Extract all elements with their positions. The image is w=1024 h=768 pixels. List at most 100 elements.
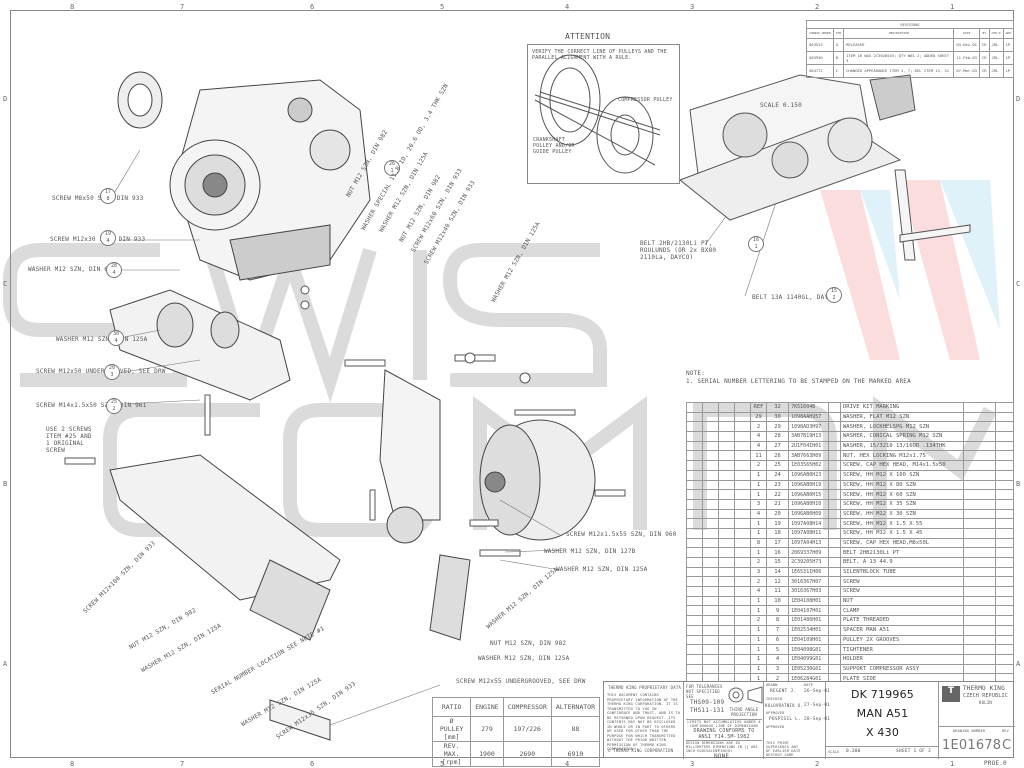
material-item-no: 8 — [765, 615, 790, 626]
revision-cell: JRL — [988, 63, 1004, 78]
material-empty-cell — [702, 431, 719, 442]
material-empty-cell — [718, 566, 735, 578]
material-empty-cell — [718, 537, 735, 549]
material-spec — [962, 634, 996, 646]
material-empty-cell — [686, 450, 703, 462]
projection-label: THIRD ANGLE PROJECTION — [729, 707, 759, 717]
drawing-title-2: MAN A51 — [856, 707, 909, 720]
material-weight — [994, 624, 1015, 636]
material-empty-cell — [734, 615, 751, 626]
material-qty: 1 — [750, 634, 767, 646]
material-item-no: 26 — [765, 450, 790, 462]
drawing-title-3: X 430 — [865, 726, 900, 739]
crankshaft-pulley-label: CRANKSHAFT PULLEY AND/OR GUIDE PULLEY — [533, 137, 575, 155]
material-empty-cell — [686, 566, 703, 578]
material-item-no: 27 — [765, 440, 790, 452]
material-qty: 4 — [750, 440, 767, 452]
material-rev — [828, 586, 841, 597]
material-empty-cell — [702, 624, 719, 636]
third-angle-projection-icon — [728, 686, 763, 704]
material-description: PULLEY 2X GROOVES — [839, 634, 964, 646]
material-spec — [962, 518, 996, 529]
material-spec — [962, 663, 996, 675]
drawing-title-1: DK 719965 — [851, 688, 914, 701]
material-empty-cell — [702, 615, 719, 626]
material-empty-cell — [686, 615, 703, 626]
material-spec — [962, 537, 996, 549]
revision-cell: LP — [1002, 63, 1015, 78]
material-empty-cell — [686, 644, 703, 655]
material-qty: 4 — [750, 586, 767, 597]
callout-label: SCREW M14x1.5x50 SZN, DIN 961 — [36, 402, 147, 409]
zone-column-label: 4 — [565, 3, 570, 11]
callout-label: NUT M12 SZN, DIN 982 — [490, 640, 567, 647]
material-spec — [962, 440, 996, 452]
material-spec — [962, 421, 996, 433]
material-empty-cell — [686, 576, 703, 588]
material-weight — [994, 576, 1015, 588]
material-empty-cell — [718, 469, 735, 481]
material-part-number: 1098AAH957 — [788, 411, 830, 423]
material-empty-cell — [702, 479, 719, 491]
material-empty-cell — [718, 411, 735, 423]
material-empty-cell — [702, 518, 719, 529]
ratio-cell: 88 — [550, 716, 601, 742]
balloon-item-number: 19 — [104, 231, 112, 237]
attention-box: VERIFY THE CORRECT LINE OF PULLEYS AND T… — [527, 44, 680, 184]
material-rev — [828, 653, 841, 665]
approved-by: POSPISIL L. — [769, 717, 802, 722]
material-empty-cell — [686, 586, 703, 597]
material-description: SCREW, CAP HEX HEAD, M14x1.5x50 — [839, 460, 964, 471]
material-part-number: 1E6531IH06 — [788, 566, 830, 578]
material-empty-cell — [702, 411, 719, 423]
tightener-plate — [379, 369, 441, 544]
material-part-number: 1E04098G01 — [788, 644, 830, 655]
material-item-no: 10 — [765, 595, 790, 607]
revisions-header: CHK'D — [988, 28, 1004, 39]
revision-cell: 503513 — [806, 37, 834, 52]
thermo-king-logo: T — [942, 686, 960, 702]
material-weight — [994, 411, 1015, 423]
material-spec — [962, 605, 996, 617]
title-panel: DK 719965 MAN A51 X 430 SCALE 0.300 SHEE… — [826, 682, 939, 759]
balloon-item-number: 25 — [110, 399, 118, 405]
proprietary-text: THIS DOCUMENT CONTAINS PROPRIETARY INFOR… — [607, 693, 681, 751]
material-qty: 1 — [750, 479, 767, 491]
zone-column-label: 8 — [70, 3, 75, 11]
material-rev — [828, 460, 841, 471]
material-part-number: 1E04107H01 — [788, 605, 830, 617]
material-empty-cell — [686, 634, 703, 646]
ratio-cell: 2690 — [502, 741, 552, 767]
material-qty: 2 — [750, 557, 767, 568]
material-weight — [994, 421, 1015, 433]
material-part-number: 3AB7B19H13 — [788, 431, 830, 442]
material-empty-cell — [734, 605, 751, 617]
material-description: SCREW — [839, 576, 964, 588]
callout-label: SCREW M12x50 UNDERGROOVED, SEE DRW — [36, 368, 166, 375]
material-empty-cell — [702, 663, 719, 675]
callout-label: WASHER M12 SZN, DIN 125A — [556, 566, 648, 573]
material-item-no: 22 — [765, 489, 790, 500]
balloon-item-number: 28 — [110, 263, 118, 269]
drawn-label: DRAWN — [766, 683, 778, 687]
material-qty: REF — [750, 402, 767, 413]
material-item-no: 15 — [765, 557, 790, 568]
scale-label-tb: SCALE — [828, 750, 840, 754]
revision-cell: B — [832, 50, 845, 65]
material-empty-cell — [734, 537, 751, 549]
material-empty-cell — [686, 489, 703, 500]
zone-column-label: 1 — [950, 3, 955, 11]
material-empty-cell — [734, 508, 751, 520]
material-description: TIGHTENER — [839, 644, 964, 655]
material-item-no: 19 — [765, 518, 790, 529]
revisions-header: BY — [978, 28, 990, 39]
material-part-number: 2069337H09 — [788, 547, 830, 558]
material-empty-cell — [686, 440, 703, 452]
